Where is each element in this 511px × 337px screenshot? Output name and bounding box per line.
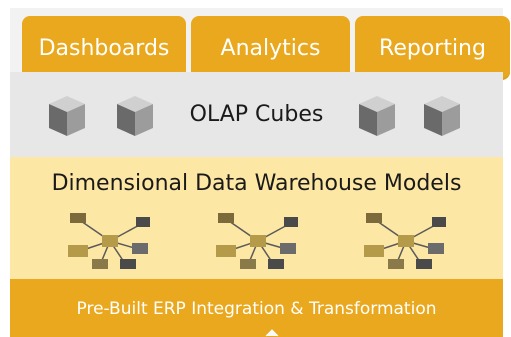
warehouse-title: Dimensional Data Warehouse Models: [51, 171, 462, 196]
cube-icon: [117, 96, 153, 136]
integration-tier: Pre-Built ERP Integration & Transformati…: [10, 279, 503, 337]
network-model-icon: [364, 213, 446, 269]
tab-analytics-label: Analytics: [220, 35, 321, 61]
cube-icon: [424, 96, 460, 136]
cube-icon: [359, 96, 395, 136]
network-model-icon: [216, 213, 298, 269]
tab-dashboards-label: Dashboards: [38, 35, 170, 61]
integration-label: Pre-Built ERP Integration & Transformati…: [76, 299, 437, 319]
tab-dashboards: Dashboards: [22, 16, 186, 80]
tab-analytics: Analytics: [191, 16, 350, 80]
caret-up-icon: [265, 329, 279, 337]
olap-label: OLAP Cubes: [189, 102, 324, 127]
cube-icon: [49, 96, 85, 136]
tab-reporting-label: Reporting: [379, 35, 486, 61]
tab-reporting: Reporting: [355, 16, 510, 80]
olap-cubes-tier: OLAP Cubes: [10, 72, 503, 157]
network-model-icon: [68, 213, 150, 269]
warehouse-tier: Dimensional Data Warehouse Models: [10, 157, 503, 279]
